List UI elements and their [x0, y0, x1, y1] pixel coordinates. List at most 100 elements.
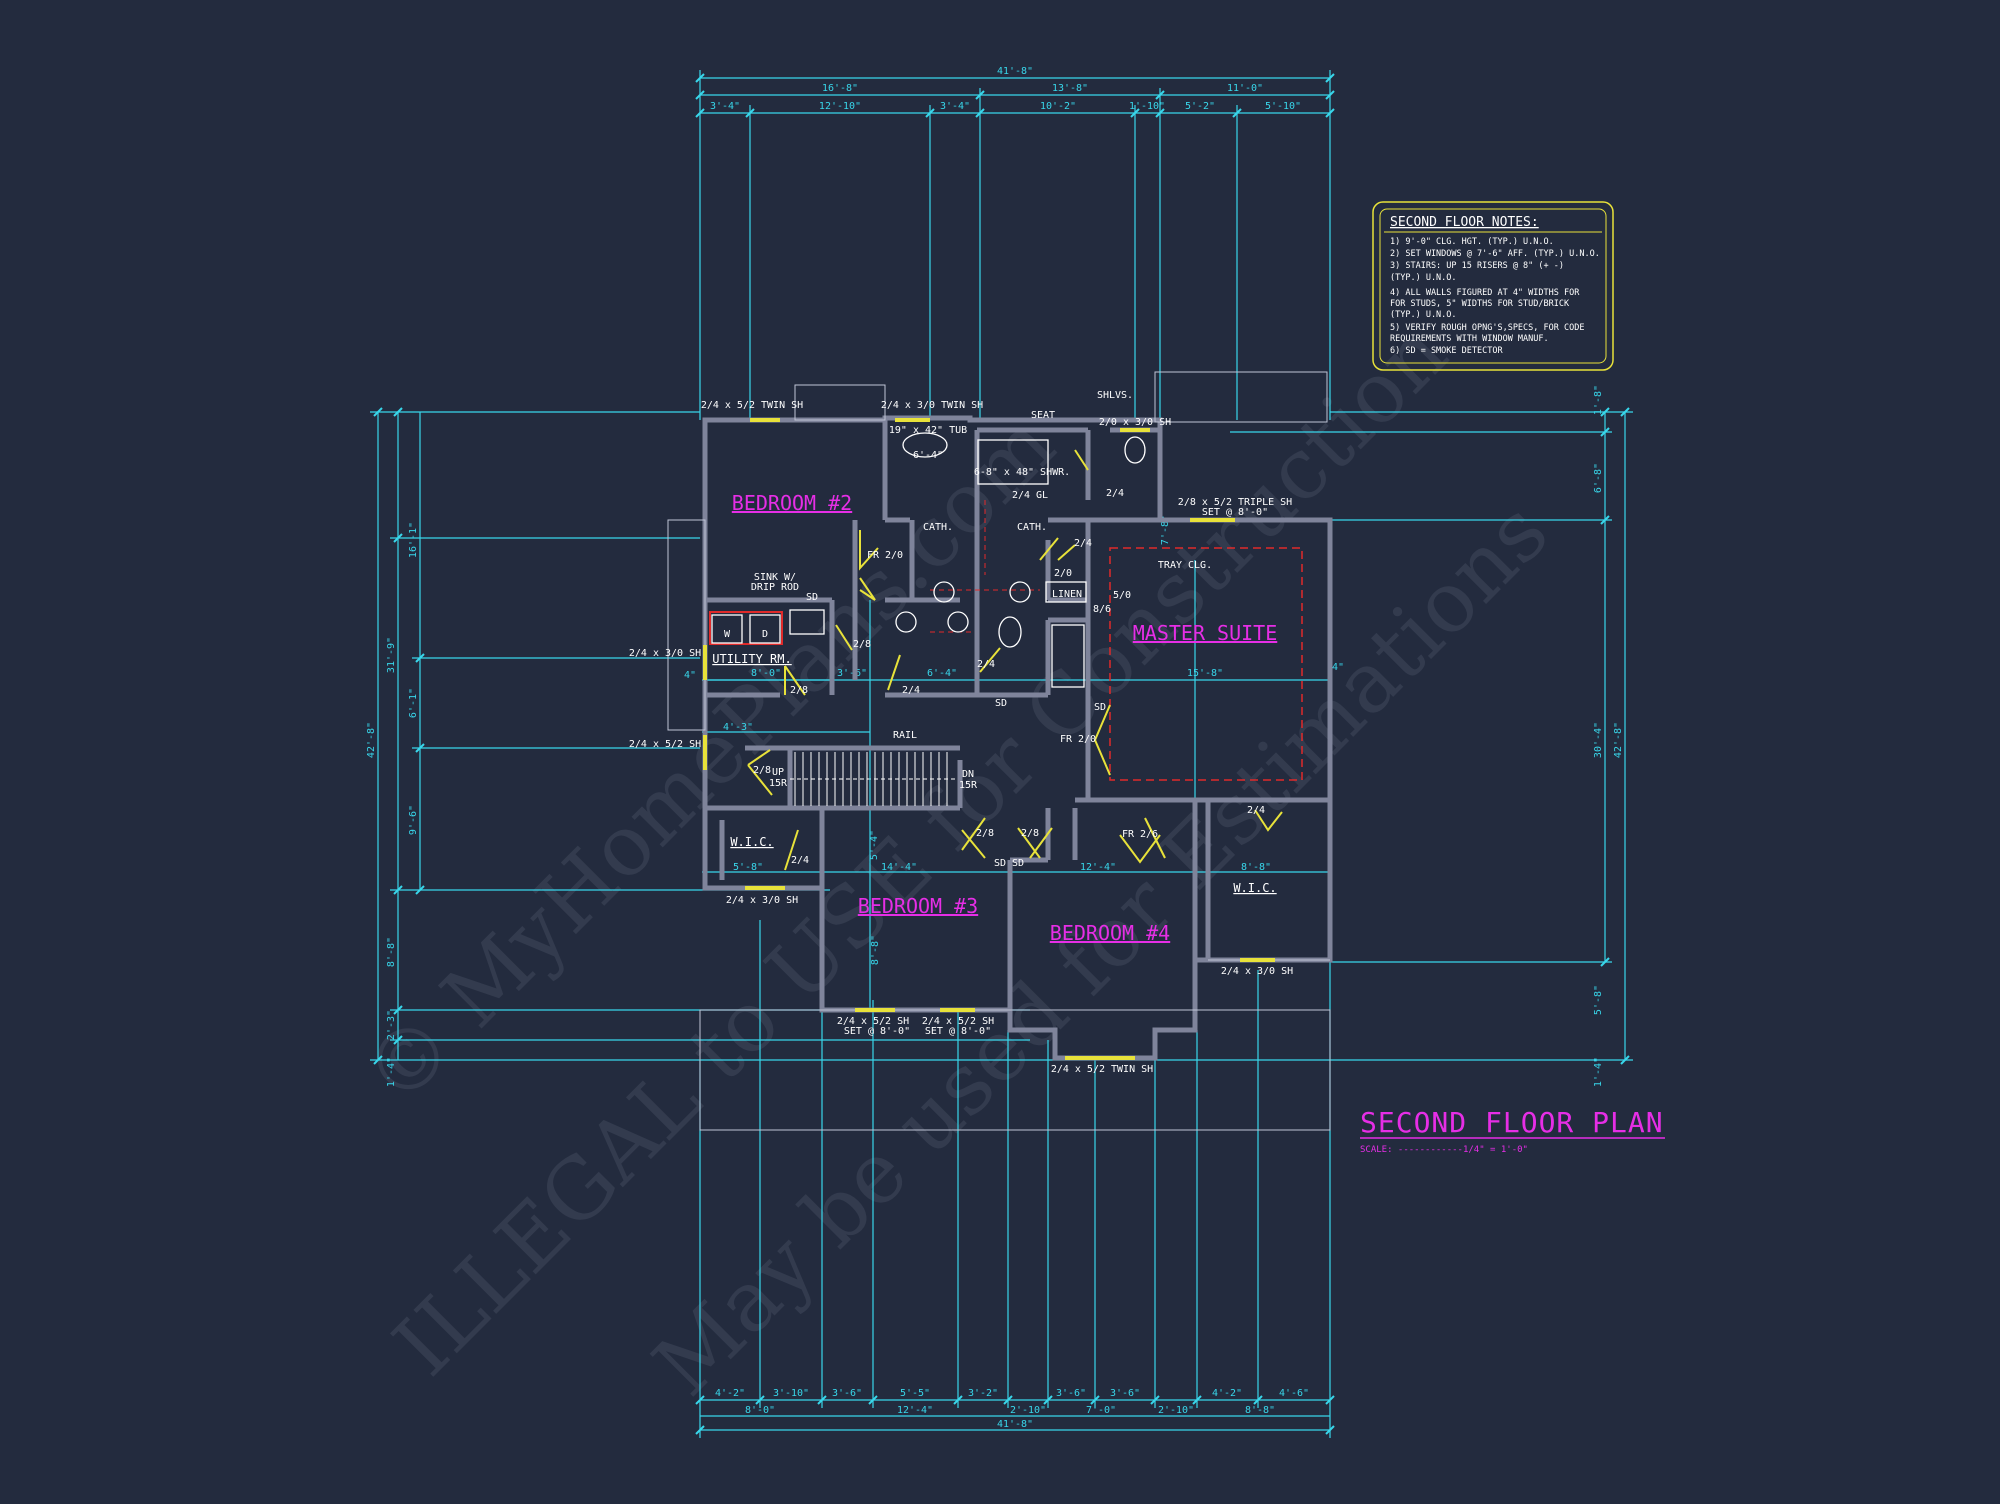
dim-left-5: 8'-8": [386, 937, 397, 967]
sink-3: [895, 611, 917, 633]
label-win-b2-top: 2/4 x 5/2 TWIN SH: [701, 400, 803, 411]
label-rail: RAIL: [893, 730, 917, 741]
dim-b2-width: 8'-0": [751, 668, 781, 679]
dim-right-2: 1'-8": [1593, 385, 1604, 415]
dim-bot-5: 3'-2": [968, 1388, 998, 1399]
label-door-5-0: 5/0: [1113, 590, 1131, 601]
label-door-2-4-d: 2/4: [1074, 538, 1092, 549]
label-door-wic-left: 2/4: [791, 855, 809, 866]
dim-bot-6: 3'-6": [1056, 1388, 1086, 1399]
dim-3-6: 3'-6": [837, 668, 867, 679]
dim-7-8: 7'-8": [1160, 515, 1171, 545]
label-door-fr-2-6: FR 2/6: [1122, 829, 1158, 840]
label-door-2-4-c: 2/4: [1106, 488, 1124, 499]
label-washer: W: [724, 629, 731, 640]
label-door-util: 2/8: [790, 685, 808, 696]
room-bedroom-2: BEDROOM #2: [732, 491, 852, 515]
room-wic-right: W.I.C.: [1233, 881, 1276, 895]
shower-fixture: [977, 439, 1049, 485]
label-sd-utility: SD: [806, 592, 818, 603]
toilet-master: [1124, 436, 1146, 464]
label-door-b3: 2/8: [976, 828, 994, 839]
dim-top-r2-6: 5'-2": [1185, 101, 1215, 112]
label-door-8-6: 8/6: [1093, 604, 1111, 615]
note-line-8: 5) VERIFY ROUGH OPNG'S,SPECS, FOR CODE: [1390, 323, 1584, 333]
dim-right-1: 30'-4": [1593, 722, 1604, 758]
dim-top-1: 16'-8": [822, 83, 858, 94]
dim-master: 15'-8": [1187, 668, 1223, 679]
label-door-b4: 2/8: [1021, 828, 1039, 839]
dim-bot-r2-4: 7'-0": [1086, 1405, 1116, 1416]
dimension-text: 41'-8" 16'-8" 13'-8" 11'-0" 3'-4" 12'-10…: [366, 66, 1624, 1430]
label-door-2-4-b: 2/4: [977, 659, 995, 670]
dimension-lines: [370, 70, 1633, 1438]
dim-bot-2: 3'-10": [773, 1388, 809, 1399]
label-cath-1: CATH.: [923, 522, 953, 533]
red-accents: [709, 500, 1303, 781]
sink-4: [947, 611, 969, 633]
washer: [711, 614, 743, 644]
toilet-hall: [998, 616, 1022, 648]
master-shower: [1051, 624, 1085, 688]
dim-left-total: 42'-8": [366, 722, 377, 758]
dim-bot-1: 4'-2": [715, 1388, 745, 1399]
label-tub-dim: 6'-4": [913, 450, 943, 461]
room-wic-left: W.I.C.: [730, 835, 773, 849]
drawing-title: SECOND FLOOR PLAN SCALE: ------------1/4…: [1360, 1106, 1665, 1155]
note-line-2: 2) SET WINDOWS @ 7'-6" AFF. (TYP.) U.N.O…: [1390, 249, 1600, 259]
dim-bot-r2-6: 8'-8": [1245, 1405, 1275, 1416]
dim-bot-r2-1: 8'-0": [745, 1405, 775, 1416]
label-sd-b4: SD: [1012, 858, 1024, 869]
title-text: SECOND FLOOR PLAN: [1360, 1106, 1664, 1139]
label-door-wic-right: 2/4: [1247, 805, 1265, 816]
notes-heading: SECOND FLOOR NOTES:: [1390, 215, 1539, 230]
room-master-suite: MASTER SUITE: [1133, 621, 1278, 645]
label-win-wic-right: 2/4 x 3/0 SH: [1221, 966, 1293, 977]
room-bedroom-4: BEDROOM #4: [1050, 921, 1170, 945]
label-win-wic-left: 2/4 x 3/0 SH: [726, 895, 798, 906]
dim-bot-3: 3'-6": [832, 1388, 862, 1399]
dim-wic-right: 8'-8": [1241, 862, 1271, 873]
label-door-fr: FR 2/0: [1060, 734, 1096, 745]
sink-1: [933, 581, 955, 603]
dim-left-2: 16'-1": [408, 522, 419, 558]
label-dn-risers: 15R: [959, 780, 978, 791]
label-door-2-4-a: 2/4: [902, 685, 920, 696]
label-win-b3-2-set: SET @ 8'-0": [925, 1026, 991, 1037]
dim-top-r2-4: 10'-2": [1040, 101, 1076, 112]
doors: [747, 449, 1283, 871]
dim-left-4: 9'-6": [408, 805, 419, 835]
note-line-9: REQUIREMENTS WITH WINDOW MANUF.: [1390, 334, 1549, 344]
dim-util-height: 4'-3": [723, 722, 753, 733]
label-win-left-2: 2/4 x 5/2 SH: [629, 739, 701, 750]
dryer: [749, 614, 781, 644]
dim-bot-8: 4'-2": [1212, 1388, 1242, 1399]
dimension-ticks: [373, 73, 1630, 1435]
label-tub: 19" x 42" TUB: [889, 425, 967, 436]
dim-5-4: 5'-4": [869, 830, 880, 860]
dim-left-3: 6'-1": [408, 688, 419, 718]
note-line-1: 1) 9'-0" CLG. HGT. (TYP.) U.N.O.: [1390, 237, 1554, 247]
label-seat: SEAT: [1031, 410, 1055, 421]
label-win-triple: 2/8 x 5/2 TRIPLE SH: [1178, 497, 1292, 508]
watermark: ILLEGAL to USE for Construction © MyHome…: [345, 303, 1567, 1414]
label-win-b3-1: 2/4 x 5/2 SH: [837, 1016, 909, 1027]
label-dryer: D: [762, 629, 768, 640]
label-dn: DN: [962, 769, 974, 780]
label-up: UP: [772, 767, 784, 778]
stairs: [790, 752, 958, 806]
label-drip-rod: DRIP ROD: [751, 582, 799, 593]
dim-b3-height: 8'-8": [870, 935, 881, 965]
dim-top-r2-7: 5'-10": [1265, 101, 1301, 112]
label-door-2-0: 2/0: [1054, 568, 1072, 579]
note-line-3: 3) STAIRS: UP 15 RISERS @ 8" (+ -): [1390, 261, 1564, 271]
label-win-master-bath: 2/0 x 3/0 SH: [1099, 417, 1171, 428]
label-win-triple-set: SET @ 8'-0": [1202, 507, 1268, 518]
dim-bot-7: 3'-6": [1110, 1388, 1140, 1399]
dim-left-1: 31'-9": [386, 637, 397, 673]
label-door-fr-top: FR 2/0: [867, 550, 903, 561]
dim-right-5: 1'-4": [1593, 1057, 1604, 1087]
label-win-b4-twin: 2/4 x 5/2 TWIN SH: [1051, 1064, 1153, 1075]
dim-4in-a: 4": [684, 670, 696, 681]
annotations: 2/4 x 5/2 TWIN SH 2/4 x 3/0 TWIN SH 2/0 …: [629, 390, 1293, 1075]
